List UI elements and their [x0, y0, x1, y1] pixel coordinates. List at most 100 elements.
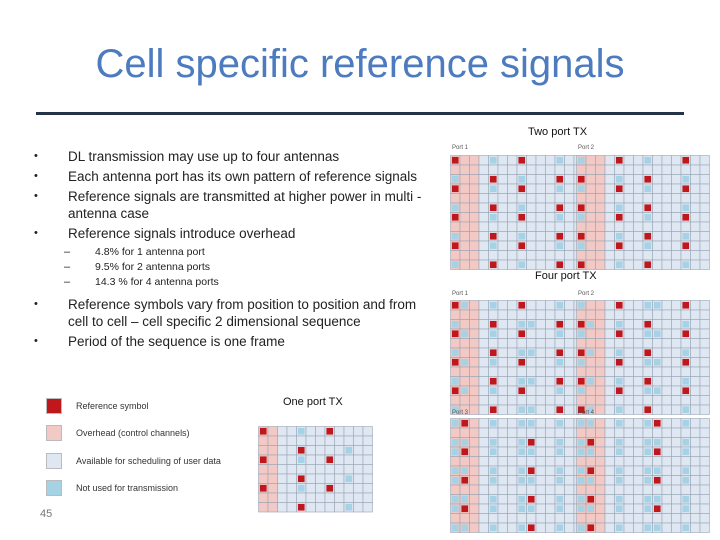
grid-cell: [535, 155, 546, 166]
unused-symbol: [577, 448, 585, 456]
reference-symbol: [451, 301, 459, 309]
grid-cell: [362, 426, 373, 437]
grid-cell: [576, 338, 587, 349]
grid-cell: [554, 484, 565, 495]
grid-cell: [267, 492, 278, 503]
grid-cell: [642, 221, 653, 232]
grid-cell: [564, 155, 575, 166]
grid-cell: [576, 395, 587, 406]
two-port-label: Two port TX: [528, 126, 588, 138]
sub-bullet-marker: –: [64, 261, 71, 273]
grid-cell: [545, 418, 556, 429]
grid-cell: [526, 366, 537, 377]
grid-cell: [671, 446, 682, 457]
grid-cell: [690, 446, 701, 457]
grid-cell: [652, 484, 663, 495]
grid-cell: [450, 427, 461, 438]
grid-cell: [564, 465, 575, 476]
grid-cell: [507, 183, 518, 194]
grid-cell: [564, 503, 575, 514]
sub-bullet-text: 4.8% for 1 antenna port: [95, 246, 205, 258]
grid-cell: [623, 513, 634, 524]
unused-symbol: [644, 505, 652, 513]
grid-cell: [334, 473, 345, 484]
grid-cell: [661, 328, 672, 339]
grid-cell: [450, 193, 461, 204]
grid-cell: [497, 347, 508, 358]
grid-cell: [535, 357, 546, 368]
grid-cell: [334, 464, 345, 475]
unused-symbol: [556, 213, 564, 221]
grid-cell: [554, 164, 565, 175]
grid-cell: [362, 445, 373, 456]
grid-cell: [623, 328, 634, 339]
unused-symbol: [615, 349, 623, 357]
unused-symbol: [577, 387, 585, 395]
grid-cell: [699, 183, 710, 194]
grid-cell: [324, 435, 335, 446]
grid-cell: [585, 221, 596, 232]
grid-cell: [595, 395, 606, 406]
grid-cell: [671, 328, 682, 339]
grid-cell: [690, 338, 701, 349]
unused-symbol: [682, 261, 690, 269]
grid-cell: [488, 193, 499, 204]
grid-cell: [585, 240, 596, 251]
unused-symbol: [577, 213, 585, 221]
grid-cell: [478, 319, 489, 330]
unused-symbol: [451, 204, 459, 212]
grid-cell: [459, 212, 470, 223]
reference-symbol: [615, 387, 623, 395]
grid-cell: [680, 193, 691, 204]
unused-symbol: [345, 475, 353, 483]
reference-symbol: [644, 349, 652, 357]
unused-symbol: [527, 406, 535, 414]
grid-cell: [633, 404, 644, 415]
grid-cell: [267, 454, 278, 465]
grid-cell: [516, 395, 527, 406]
grid-cell: [585, 513, 596, 524]
grid-cell: [623, 212, 634, 223]
grid-cell: [478, 376, 489, 387]
grid-cell: [286, 454, 297, 465]
grid-cell: [604, 385, 615, 396]
grid-cell: [564, 259, 575, 270]
grid-cell: [652, 319, 663, 330]
grid-cell: [604, 259, 615, 270]
unused-symbol: [451, 419, 459, 427]
grid-cell: [459, 309, 470, 320]
unused-symbol: [451, 448, 459, 456]
grid-cell: [478, 484, 489, 495]
grid-cell: [642, 250, 653, 261]
grid-cell: [690, 193, 701, 204]
grid-cell: [642, 456, 653, 467]
unused-symbol: [518, 406, 526, 414]
unused-symbol: [345, 503, 353, 511]
grid-cell: [277, 454, 288, 465]
grid-cell: [535, 522, 546, 533]
grid-cell: [545, 250, 556, 261]
grid-cell: [554, 193, 565, 204]
grid-cell: [545, 240, 556, 251]
reference-symbol: [644, 261, 652, 269]
bullet-text: Period of the sequence is one frame: [68, 334, 285, 349]
reference-symbol: [556, 320, 564, 328]
grid-cell: [305, 426, 316, 437]
grid-cell: [554, 513, 565, 524]
grid-cell: [699, 395, 710, 406]
grid-cell: [507, 300, 518, 311]
grid-cell: [296, 435, 307, 446]
reference-symbol: [461, 448, 469, 456]
grid-cell: [353, 492, 364, 503]
grid-cell: [545, 193, 556, 204]
grid-cell: [497, 494, 508, 505]
grid-cell: [267, 435, 278, 446]
resource-grid-one-port: [258, 426, 373, 518]
grid-cell: [545, 446, 556, 457]
grid-cell: [642, 395, 653, 406]
unused-symbol: [653, 358, 661, 366]
reference-symbol: [577, 261, 585, 269]
grid-cell: [690, 376, 701, 387]
grid-cell: [564, 202, 575, 213]
grid-cell: [595, 212, 606, 223]
